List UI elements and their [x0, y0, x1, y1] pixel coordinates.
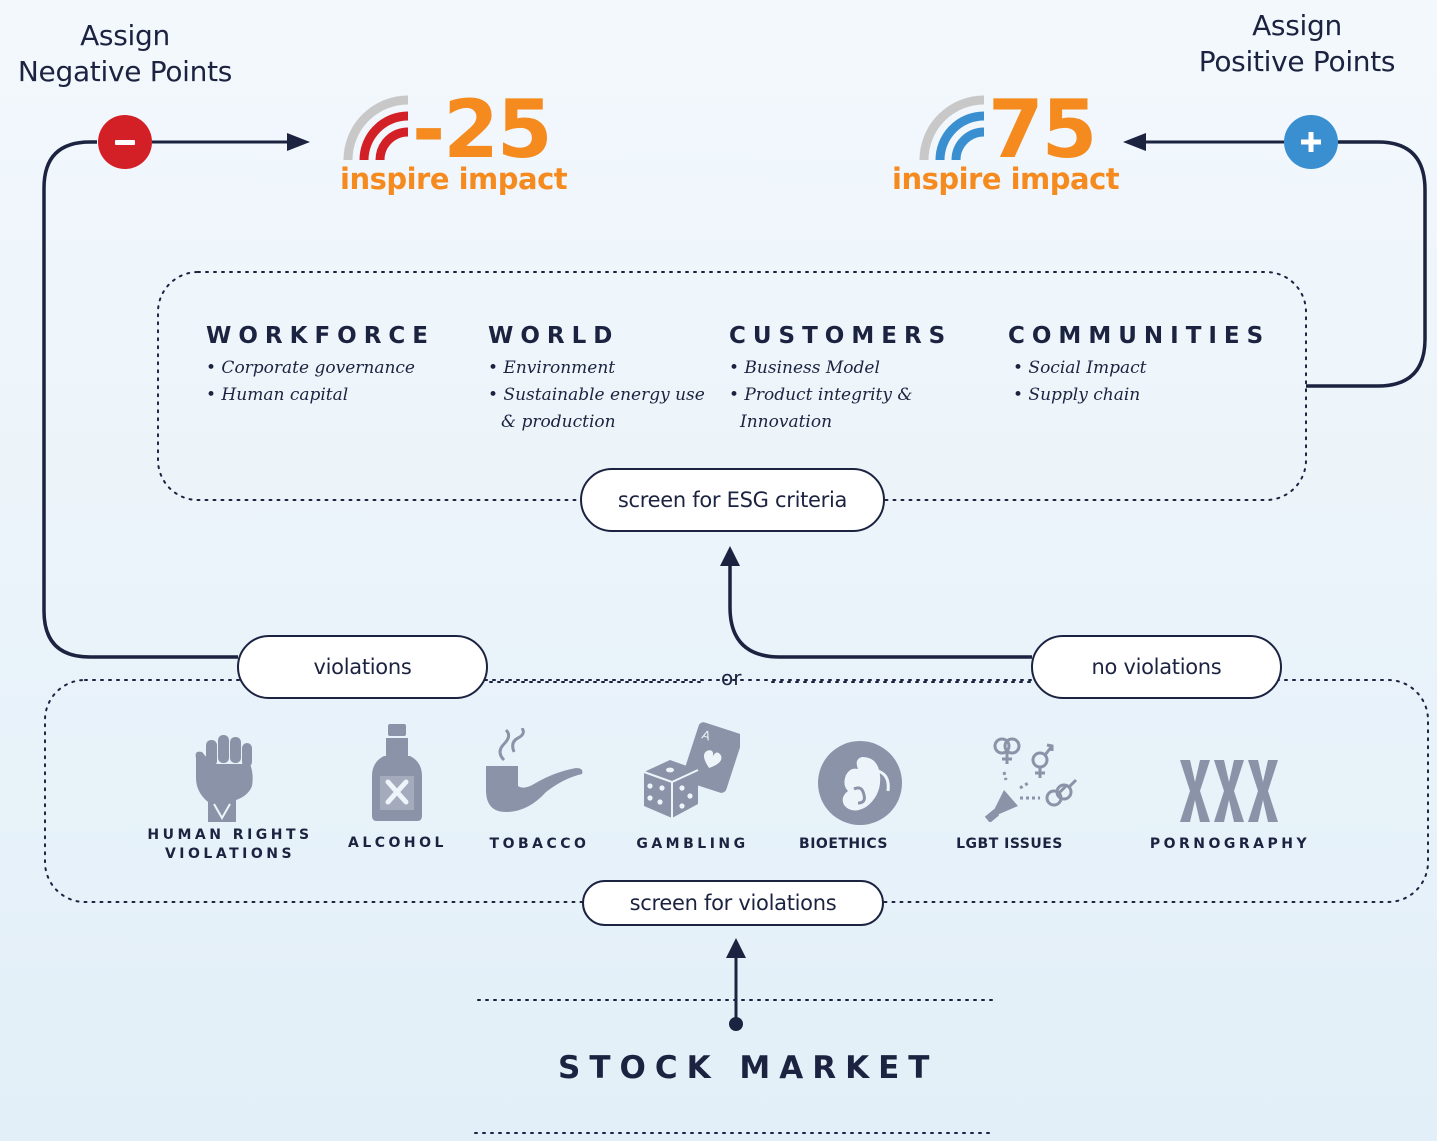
fist-icon: [195, 735, 253, 822]
category-item: Innovation: [740, 412, 833, 432]
assign-negative-heading: Assign Negative Points: [0, 18, 250, 90]
xxx-icon: [1180, 760, 1278, 822]
negative-arrow-head: [287, 133, 310, 151]
label-line: BIOETHICS: [799, 836, 888, 852]
icon-label: BIOETHICS: [776, 835, 911, 854]
violations-pill[interactable]: violations: [237, 635, 488, 699]
category-items: • Social Impact • Supply chain: [1008, 355, 1270, 409]
gender-symbols-icon: [984, 737, 1078, 822]
category-title: COMMUNITIES: [1008, 323, 1271, 349]
negative-score-value: -25: [412, 83, 553, 176]
category-item: • Business Model: [729, 358, 880, 378]
minus-button[interactable]: [98, 115, 152, 169]
signal-arcs-icon: [919, 95, 985, 161]
category-item: • Social Impact: [1013, 358, 1147, 378]
icon-label: TOBACCO: [472, 835, 607, 854]
minus-icon: [115, 139, 135, 145]
icon-label: GAMBLING: [625, 835, 760, 854]
category-customers: CUSTOMERS • Business Model • Product int…: [729, 323, 952, 436]
no-violations-line: [728, 565, 1032, 659]
label-line: PORNOGRAPHY: [1149, 836, 1311, 852]
positive-loop-line: [1306, 140, 1427, 388]
dice-icon: A: [643, 722, 740, 818]
category-item: • Sustainable energy use: [488, 385, 705, 405]
category-items: • Business Model • Product integrity & I…: [729, 355, 952, 436]
plus-icon: [1301, 132, 1321, 152]
category-item: • Human capital: [206, 385, 349, 405]
esg-dotted-box: [157, 271, 1307, 501]
icon-label: ALCOHOL: [330, 834, 465, 853]
category-title: WORLD: [488, 323, 620, 349]
category-item: • Corporate governance: [206, 358, 415, 378]
label-line: TOBACCO: [489, 836, 590, 852]
heading-line: Assign: [1252, 9, 1342, 42]
category-workforce: WORKFORCE • Corporate governance • Human…: [206, 323, 435, 409]
screen-esg-pill[interactable]: screen for ESG criteria: [580, 468, 885, 532]
signal-arcs-icon: [343, 95, 409, 161]
category-item: • Product integrity &: [729, 385, 913, 405]
positive-score-value: 75: [988, 83, 1097, 176]
bottle-icon: [372, 724, 422, 821]
screen-violations-pill[interactable]: screen for violations: [582, 880, 884, 926]
category-item: & production: [501, 412, 616, 432]
category-items: • Corporate governance • Human capital: [206, 355, 435, 409]
category-title: CUSTOMERS: [729, 323, 953, 349]
pipe-icon: [486, 728, 583, 812]
stock-market-dot: [729, 1017, 743, 1031]
assign-positive-heading: Assign Positive Points: [1172, 8, 1422, 80]
positive-arrow-head: [1123, 133, 1146, 151]
category-communities: COMMUNITIES • Social Impact • Supply cha…: [1008, 323, 1270, 409]
esg-arrow-head: [720, 546, 740, 566]
positive-score-logo: 75 inspire impact: [892, 88, 1132, 198]
no-violations-pill[interactable]: no violations: [1031, 635, 1282, 699]
heading-line: Negative Points: [17, 55, 233, 88]
label-line: GAMBLING: [636, 836, 749, 852]
violations-loop-line: [42, 140, 238, 659]
category-item: • Environment: [488, 358, 616, 378]
icon-label: LGBT ISSUES: [942, 835, 1077, 854]
heading-line: Assign: [80, 19, 170, 52]
heading-line: Positive Points: [1198, 45, 1396, 78]
label-line: HUMAN RIGHTS: [147, 827, 313, 843]
category-item: • Supply chain: [1013, 385, 1141, 405]
icon-label: PORNOGRAPHY: [1140, 835, 1320, 854]
category-items: • Environment • Sustainable energy use &…: [488, 355, 705, 436]
category-world: WORLD • Environment • Sustainable energy…: [488, 323, 705, 436]
category-title: WORKFORCE: [206, 323, 436, 349]
or-label: or: [721, 666, 742, 690]
label-line: VIOLATIONS: [164, 846, 296, 862]
positive-brand-text: inspire impact: [892, 162, 1120, 196]
label-line: LGBT ISSUES: [956, 836, 1063, 852]
embryo-icon: [818, 741, 902, 825]
negative-brand-text: inspire impact: [340, 162, 568, 196]
violations-dotted-box: [44, 679, 1429, 903]
label-line: ALCOHOL: [348, 835, 447, 851]
negative-score-logo: -25 inspire impact: [340, 88, 600, 198]
stock-market-label: STOCK MARKET: [558, 1050, 939, 1086]
plus-button[interactable]: [1284, 115, 1338, 169]
up-arrow-head: [726, 938, 746, 958]
icon-label: HUMAN RIGHTS VIOLATIONS: [140, 826, 320, 864]
